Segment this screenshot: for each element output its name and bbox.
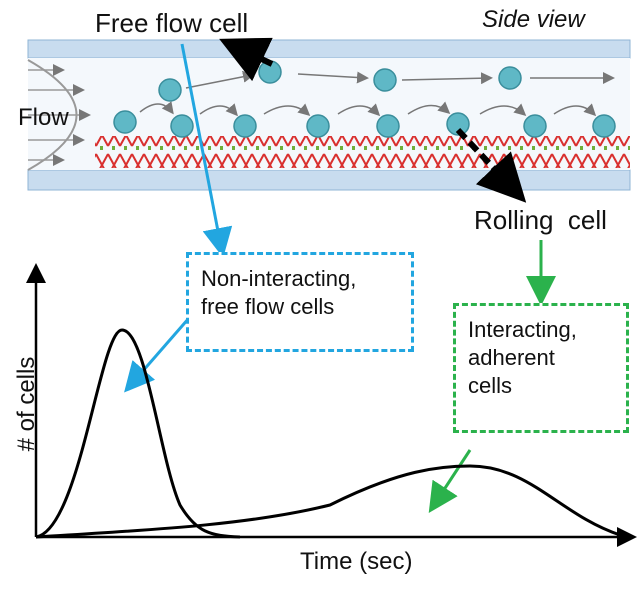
side-view-label: Side view [482, 6, 585, 33]
rolling-cell [170, 114, 194, 138]
interacting-line3: cells [468, 373, 513, 398]
adherent-peak-curve [35, 464, 621, 539]
rolling-cell [306, 114, 330, 138]
interacting-line1: Interacting, [468, 317, 577, 342]
rolling-cell [446, 112, 470, 136]
rolling-cell [113, 110, 137, 134]
blue-arrow-graph [124, 309, 198, 393]
rolling-cell [376, 114, 400, 138]
free-cell [158, 78, 182, 102]
rolling-cell [233, 114, 257, 138]
free-flow-peak-curve [35, 328, 241, 539]
non-interacting-line2: free flow cells [201, 294, 335, 319]
interacting-box: Interacting, adherent cells [453, 303, 629, 433]
rolling-pointer [455, 127, 527, 203]
free-flow-pointer [219, 37, 274, 82]
rolling-cells [113, 101, 616, 138]
flow-profile [27, 59, 91, 171]
blue-arrow-top [180, 43, 233, 258]
rolling-cell [592, 114, 616, 138]
x-axis-label: Time (sec) [300, 548, 413, 575]
free-cell [498, 66, 522, 90]
selectin-layer [95, 136, 630, 168]
green-arrow-graph [428, 449, 472, 514]
free-cell [373, 68, 397, 92]
channel-bottom-wall [27, 169, 631, 191]
y-axis-label: # of cells [13, 356, 40, 452]
flow-label: Flow [18, 104, 69, 131]
rolling-cell-label: Rolling cell [474, 205, 607, 235]
non-interacting-line1: Non-interacting, [201, 266, 357, 291]
rolling-cell [523, 114, 547, 138]
channel-top-wall [27, 39, 631, 59]
interacting-line2: adherent [468, 345, 555, 370]
graph-axes [26, 263, 637, 547]
free-flow-cell-label: Free flow cell [95, 8, 249, 38]
non-interacting-box: Non-interacting, free flow cells [186, 252, 414, 352]
